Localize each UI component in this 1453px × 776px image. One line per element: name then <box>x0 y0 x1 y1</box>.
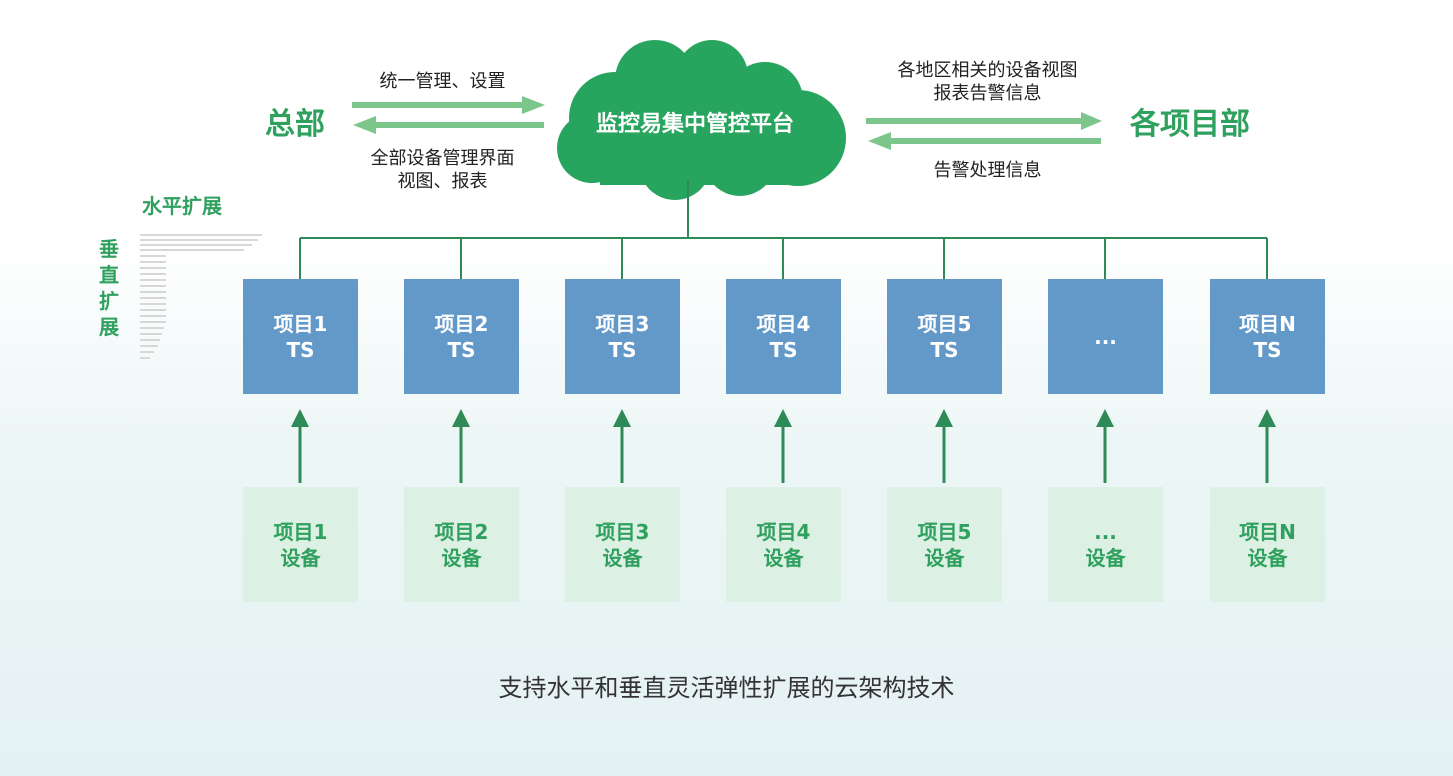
horizontal-scale-stripes <box>140 234 262 251</box>
tree-connectors <box>299 180 1268 279</box>
device-node-4: 项目4 设备 <box>726 487 841 602</box>
device-node-2-line2: 设备 <box>441 545 482 570</box>
platform-to-hq-line-2: 视图、报表 <box>397 171 488 192</box>
ts-node-1-line1: 项目1 <box>273 311 328 336</box>
platform-to-projects-line-2: 报表告警信息 <box>933 83 1042 104</box>
ts-node-7-line1: 项目N <box>1239 311 1296 336</box>
vertical-scale-stripes <box>140 255 166 359</box>
ts-node-4: 项目4 TS <box>726 279 841 394</box>
device-node-6-line1: ... <box>1094 519 1117 544</box>
device-node-3-line2: 设备 <box>602 545 643 570</box>
platform-label: 监控易集中管控平台 <box>595 112 794 137</box>
ts-node-1: 项目1 TS <box>243 279 358 394</box>
arrow-projects-to-platform <box>868 132 1101 150</box>
device-node-3-line1: 项目3 <box>595 519 650 544</box>
device-node-4-line2: 设备 <box>763 545 804 570</box>
device-node-2-line1: 项目2 <box>434 519 489 544</box>
device-node-7: 项目N 设备 <box>1210 487 1325 602</box>
headquarters-label: 总部 <box>265 107 325 142</box>
device-node-6: ... 设备 <box>1048 487 1163 602</box>
hq-to-platform-label: 统一管理、设置 <box>379 71 506 92</box>
arrow-platform-to-hq <box>353 116 544 134</box>
arrow-hq-to-platform <box>352 96 545 114</box>
ts-node-6-line1: ... <box>1094 324 1117 349</box>
ts-node-4-line1: 项目4 <box>756 311 811 336</box>
device-node-1: 项目1 设备 <box>243 487 358 602</box>
vertical-scale-label: 垂直扩展 <box>99 237 119 339</box>
projects-to-platform-label: 告警处理信息 <box>933 160 1042 181</box>
ts-node-2-line2: TS <box>447 337 476 362</box>
figure-caption: 支持水平和垂直灵活弹性扩展的云架构技术 <box>498 674 955 702</box>
ts-node-5-line2: TS <box>930 337 959 362</box>
ts-node-3: 项目3 TS <box>565 279 680 394</box>
project-departments-label: 各项目部 <box>1130 107 1250 142</box>
device-arrows <box>291 409 1276 483</box>
ts-node-7: 项目N TS <box>1210 279 1325 394</box>
horizontal-scale-label: 水平扩展 <box>142 194 222 218</box>
device-node-3: 项目3 设备 <box>565 487 680 602</box>
device-node-7-line2: 设备 <box>1247 545 1288 570</box>
ts-node-3-line2: TS <box>608 337 637 362</box>
device-node-2: 项目2 设备 <box>404 487 519 602</box>
device-node-7-line1: 项目N <box>1239 519 1296 544</box>
ts-node-3-line1: 项目3 <box>595 311 650 336</box>
ts-node-2: 项目2 TS <box>404 279 519 394</box>
device-node-1-line1: 项目1 <box>273 519 328 544</box>
platform-to-projects-label: 各地区相关的设备视图 报表告警信息 <box>860 59 1115 105</box>
ts-node-1-line2: TS <box>286 337 315 362</box>
arrow-platform-to-projects <box>866 112 1102 130</box>
ts-node-7-line2: TS <box>1253 337 1282 362</box>
ts-node-5: 项目5 TS <box>887 279 1002 394</box>
ts-node-4-line2: TS <box>769 337 798 362</box>
device-node-5-line2: 设备 <box>924 545 965 570</box>
ts-node-2-line1: 项目2 <box>434 311 489 336</box>
ts-node-6: ... <box>1048 279 1163 394</box>
device-node-1-line2: 设备 <box>280 545 321 570</box>
device-node-5: 项目5 设备 <box>887 487 1002 602</box>
device-node-5-line1: 项目5 <box>917 519 972 544</box>
ts-node-5-line1: 项目5 <box>917 311 972 336</box>
platform-to-projects-line-1: 各地区相关的设备视图 <box>897 60 1078 81</box>
device-node-4-line1: 项目4 <box>756 519 811 544</box>
cloud-shape <box>557 40 846 200</box>
platform-to-hq-line-1: 全部设备管理界面 <box>370 148 515 169</box>
platform-to-hq-label: 全部设备管理界面 视图、报表 <box>345 147 540 193</box>
device-node-6-line2: 设备 <box>1085 545 1126 570</box>
